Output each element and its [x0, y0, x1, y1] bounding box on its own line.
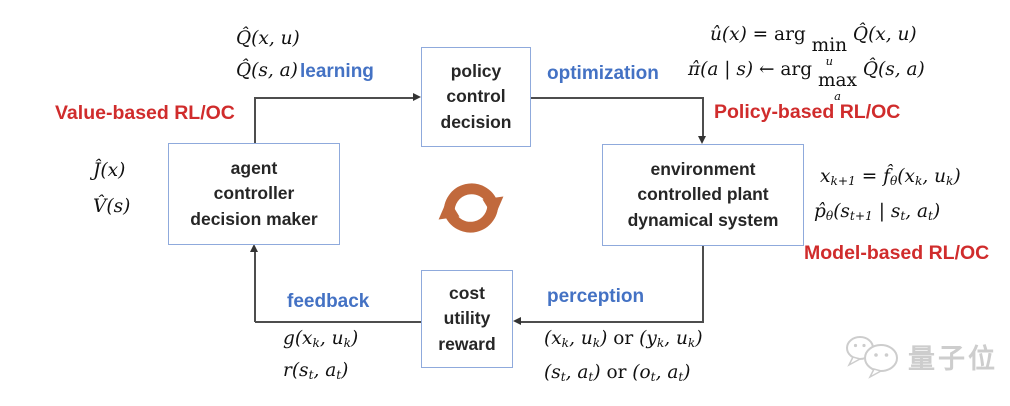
optimization-label: optimization	[547, 63, 659, 84]
arrowhead-into-cost-icon	[513, 317, 521, 325]
edge-env-to-cost-horizontal	[521, 321, 703, 323]
formula-dynamics-f: xk+1 = f̂θ(xk, uk)	[820, 166, 961, 189]
model-based-label: Model-based RL/OC	[804, 242, 990, 264]
formula-v-s: V̂(s)	[93, 196, 131, 217]
formula-r-reward: r(st, at)	[283, 360, 349, 383]
policy-box: policy control decision	[421, 47, 531, 147]
formula-j-x: Ĵ(x)	[93, 160, 126, 181]
environment-box-line: controlled plant	[637, 184, 769, 205]
formula-q-xu: Q̂(x, u)	[236, 28, 300, 49]
agent-box: agent controller decision maker	[168, 143, 340, 245]
cost-box-line: cost	[449, 282, 485, 303]
edge-policy-to-env-horizontal	[531, 97, 703, 99]
learning-label: learning	[300, 61, 374, 82]
edge-cost-to-agent-horizontal	[255, 321, 421, 323]
cost-box-line: reward	[438, 333, 496, 354]
cost-box: cost utility reward	[421, 270, 513, 368]
policy-box-line: decision	[440, 111, 512, 132]
formula-dynamics-p: p̂θ(st+1 | st, at)	[814, 201, 941, 224]
environment-box-line: environment	[650, 158, 756, 179]
edge-agent-to-policy-vertical	[254, 98, 256, 143]
formula-g-cost: g(xk, uk)	[283, 328, 359, 351]
agent-box-line: controller	[213, 183, 295, 204]
formula-q-sa: Q̂(s, a)	[236, 60, 298, 81]
environment-box-line: dynamical system	[627, 209, 779, 230]
formula-perception-xu: (xk, uk) or (yk, uk)	[544, 328, 703, 351]
agent-box-line: agent	[230, 157, 278, 178]
wechat-bubbles-icon	[843, 334, 903, 385]
environment-box: environment controlled plant dynamical s…	[602, 144, 804, 246]
arrowhead-into-env-icon	[698, 136, 706, 144]
edge-env-to-cost-vertical	[702, 246, 704, 323]
perception-label: perception	[547, 286, 645, 307]
edge-agent-to-policy-horizontal	[254, 97, 414, 99]
formula-perception-sa: (st, at) or (ot, at)	[544, 362, 691, 385]
feedback-label: feedback	[287, 291, 370, 312]
cycle-arrows-icon	[430, 172, 512, 249]
arrowhead-into-agent-icon	[250, 244, 258, 252]
edge-cost-to-agent-vertical	[254, 252, 256, 322]
watermark: 量子位	[843, 334, 998, 385]
arrowhead-into-policy-icon	[413, 93, 421, 101]
agent-box-line: decision maker	[190, 208, 318, 229]
cost-box-line: utility	[443, 308, 491, 329]
policy-box-line: control	[446, 86, 506, 107]
policy-based-label: Policy-based RL/OC	[714, 101, 901, 123]
policy-box-line: policy	[450, 60, 502, 81]
value-based-label: Value-based RL/OC	[55, 102, 235, 124]
watermark-text: 量子位	[908, 344, 998, 374]
edge-policy-to-env-vertical	[702, 97, 704, 137]
